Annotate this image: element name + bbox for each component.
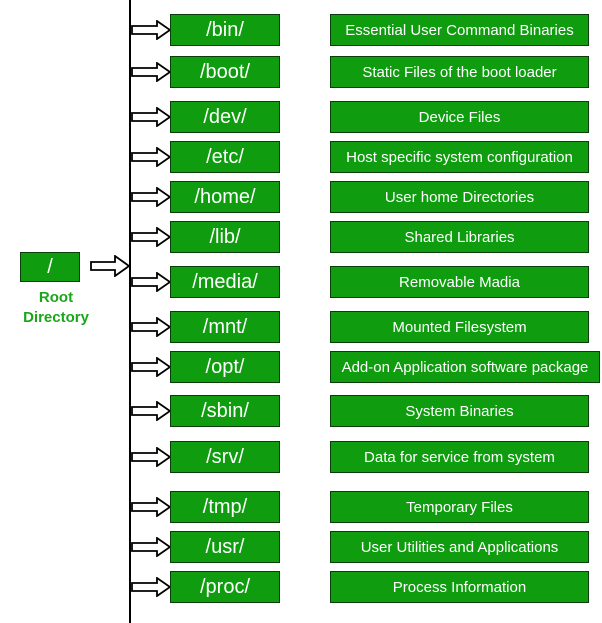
dir-box-etc: /etc/ (170, 141, 280, 173)
desc-label: Device Files (418, 108, 501, 126)
dir-label: /usr/ (205, 535, 245, 558)
root-arrow-icon (90, 255, 130, 277)
tree-trunk-line (129, 0, 131, 623)
arrow-icon (131, 317, 171, 337)
dir-label: /sbin/ (201, 399, 249, 422)
desc-label: Shared Libraries (404, 228, 515, 246)
desc-box-media: Removable Madia (330, 266, 589, 298)
arrow-icon (131, 401, 171, 421)
root-directory-box: / (20, 252, 80, 282)
desc-box-srv: Data for service from system (330, 441, 589, 473)
arrow-icon (131, 447, 171, 467)
dir-label: /proc/ (199, 575, 251, 598)
desc-box-mnt: Mounted Filesystem (330, 311, 589, 343)
desc-box-lib: Shared Libraries (330, 221, 589, 253)
dir-box-proc: /proc/ (170, 571, 280, 603)
arrow-icon (131, 227, 171, 247)
desc-label: Mounted Filesystem (392, 318, 527, 336)
dir-label: /etc/ (206, 145, 244, 168)
desc-label: Static Files of the boot loader (362, 63, 557, 81)
dir-box-mnt: /mnt/ (170, 311, 280, 343)
desc-label: Temporary Files (406, 498, 513, 516)
root-caption-line2: Directory (23, 309, 89, 326)
arrow-icon (131, 577, 171, 597)
desc-label: Host specific system configuration (346, 148, 573, 166)
dir-label: /srv/ (206, 445, 244, 468)
dir-label: /bin/ (206, 18, 244, 41)
desc-box-boot: Static Files of the boot loader (330, 56, 589, 88)
arrow-icon (131, 20, 171, 40)
dir-label: /boot/ (199, 60, 251, 83)
desc-box-opt: Add-on Application software package (330, 351, 600, 383)
dir-label: /media/ (192, 270, 258, 293)
dir-label: /tmp/ (202, 495, 248, 518)
dir-box-home: /home/ (170, 181, 280, 213)
desc-label: System Binaries (405, 402, 514, 420)
arrow-icon (131, 187, 171, 207)
dir-box-srv: /srv/ (170, 441, 280, 473)
dir-label: /opt/ (205, 355, 245, 378)
dir-label: /dev/ (203, 105, 247, 128)
desc-box-proc: Process Information (330, 571, 589, 603)
desc-box-dev: Device Files (330, 101, 589, 133)
dir-box-boot: /boot/ (170, 56, 280, 88)
dir-box-bin: /bin/ (170, 14, 280, 46)
dir-label: /mnt/ (202, 315, 248, 338)
dir-label: /lib/ (209, 225, 241, 248)
desc-label: Add-on Application software package (341, 358, 589, 376)
arrow-icon (131, 107, 171, 127)
desc-label: Essential User Command Binaries (345, 21, 574, 39)
arrow-icon (131, 62, 171, 82)
arrow-icon (131, 357, 171, 377)
desc-label: Removable Madia (399, 273, 520, 291)
desc-label: User Utilities and Applications (360, 538, 559, 556)
arrow-icon (131, 147, 171, 167)
dir-box-opt: /opt/ (170, 351, 280, 383)
dir-label: /home/ (194, 185, 256, 208)
desc-box-usr: User Utilities and Applications (330, 531, 589, 563)
arrow-icon (131, 537, 171, 557)
desc-box-tmp: Temporary Files (330, 491, 589, 523)
desc-box-sbin: System Binaries (330, 395, 589, 427)
desc-box-etc: Host specific system configuration (330, 141, 589, 173)
arrow-icon (131, 497, 171, 517)
root-caption-line1: Root (38, 289, 74, 306)
desc-box-home: User home Directories (330, 181, 589, 213)
arrow-icon (131, 272, 171, 292)
dir-box-dev: /dev/ (170, 101, 280, 133)
desc-label: Process Information (392, 578, 527, 596)
desc-label: User home Directories (384, 188, 535, 206)
dir-box-lib: /lib/ (170, 221, 280, 253)
dir-box-media: /media/ (170, 266, 280, 298)
dir-box-usr: /usr/ (170, 531, 280, 563)
dir-box-sbin: /sbin/ (170, 395, 280, 427)
desc-box-bin: Essential User Command Binaries (330, 14, 589, 46)
desc-label: Data for service from system (364, 448, 555, 466)
root-directory-label: / (47, 255, 53, 278)
dir-box-tmp: /tmp/ (170, 491, 280, 523)
root-directory-caption: Root Directory (12, 288, 100, 328)
